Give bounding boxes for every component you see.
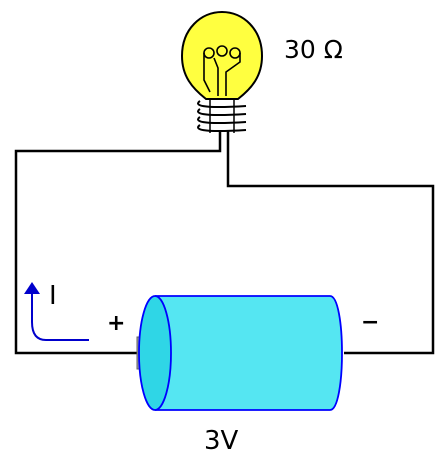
light-bulb: 30 Ω xyxy=(180,10,343,133)
bulb-filament xyxy=(203,45,241,96)
current-arrow-head xyxy=(24,282,40,294)
current-indicator: I xyxy=(24,281,89,341)
battery-positive-label: + xyxy=(107,311,125,336)
battery: + − 3V xyxy=(107,295,379,456)
battery-body xyxy=(155,295,343,411)
current-arrow xyxy=(31,292,89,341)
resistance-label: 30 Ω xyxy=(284,35,343,64)
circuit-wires xyxy=(14,131,435,355)
battery-negative-label: − xyxy=(361,310,379,335)
left-wire xyxy=(14,131,222,355)
right-wire xyxy=(226,131,435,355)
battery-voltage-label: 3V xyxy=(204,426,239,456)
current-label: I xyxy=(49,281,57,311)
bulb-base xyxy=(197,99,247,133)
battery-front-face xyxy=(138,295,172,411)
